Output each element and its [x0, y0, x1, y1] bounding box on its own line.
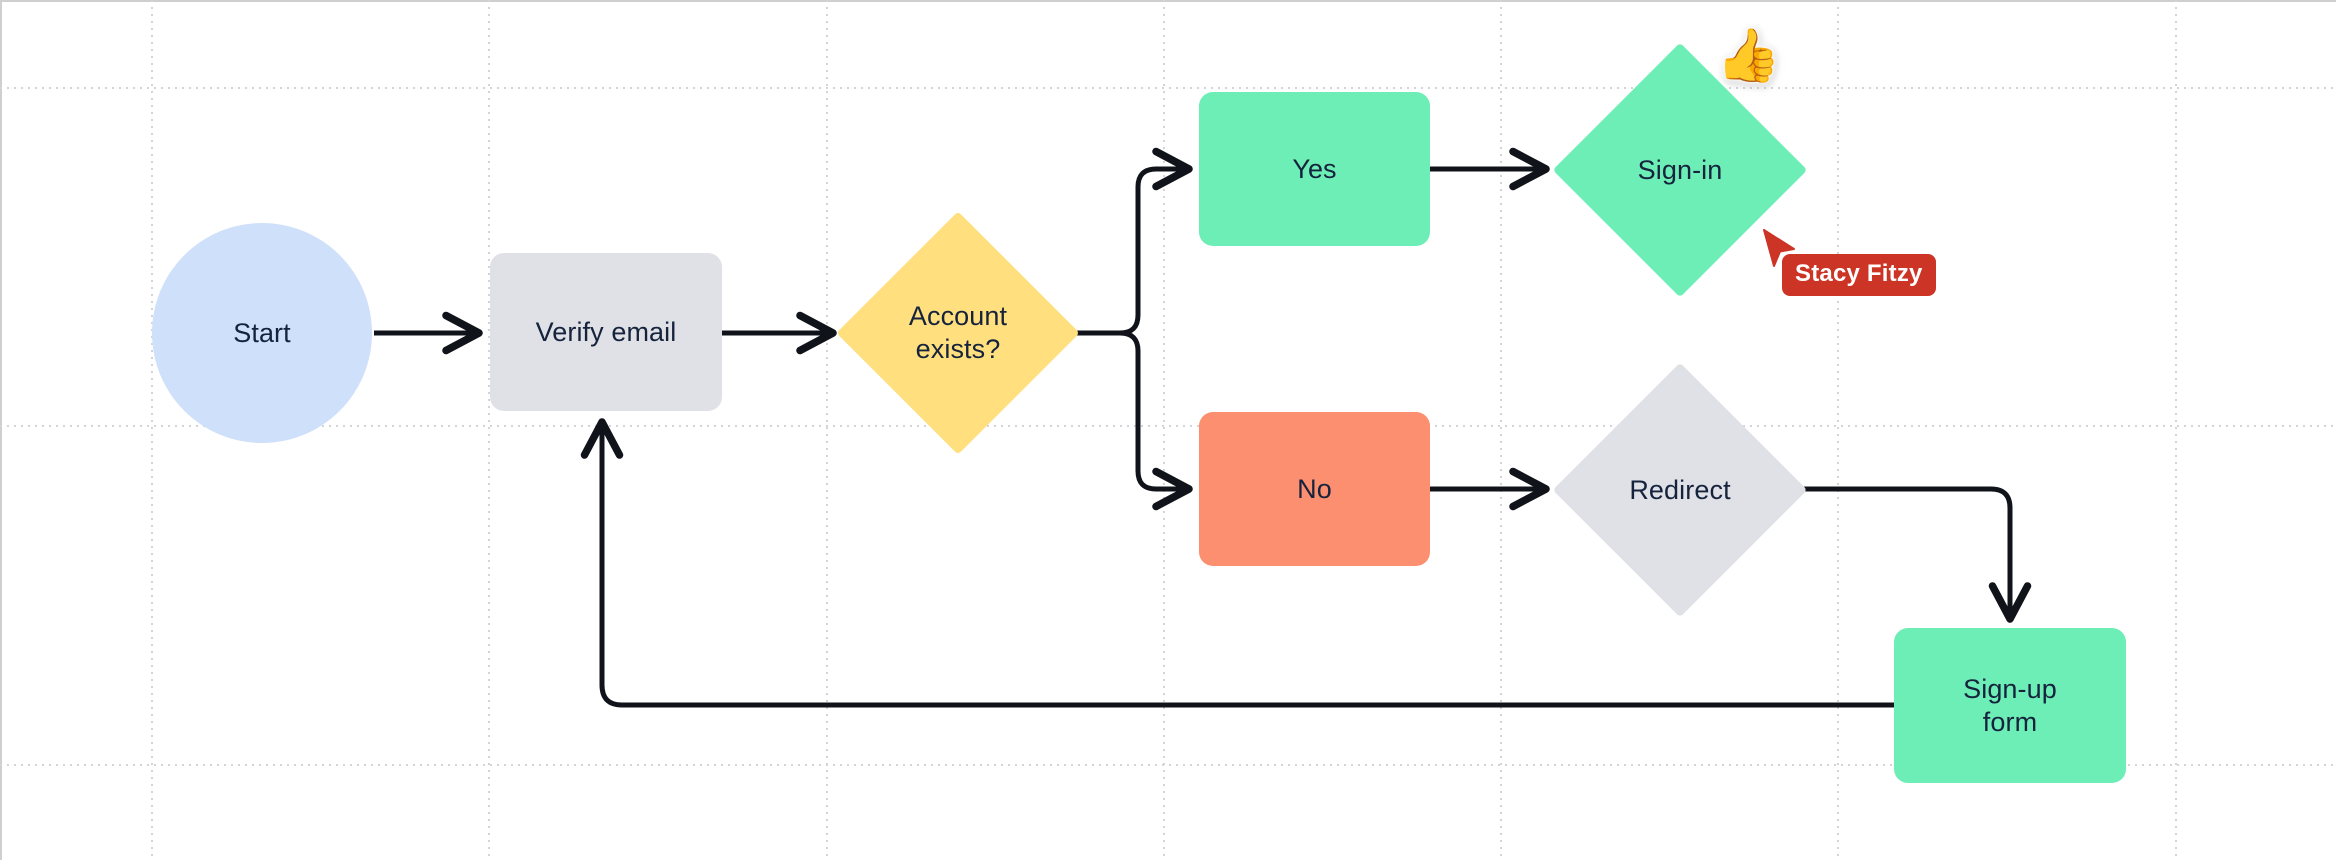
node-account-exists-label: Account exists?	[908, 301, 1008, 364]
node-redirect-label: Redirect	[1629, 474, 1731, 505]
node-yes-label: Yes	[1292, 153, 1337, 184]
node-verify-email-label: Verify email	[535, 316, 677, 347]
node-no-label: No	[1297, 473, 1332, 504]
node-no[interactable]: No	[1199, 412, 1430, 566]
node-redirect[interactable]: Redirect	[1552, 362, 1808, 618]
edge-decision-yes	[1073, 147, 1193, 336]
edge-decision-no	[1073, 330, 1193, 511]
node-verify-email[interactable]: Verify email	[490, 253, 722, 411]
node-sign-in-label: Sign-in	[1637, 154, 1723, 185]
node-sign-up-form-label-line2: form	[1982, 706, 2038, 737]
node-sign-up-form-label-line1: Sign-up	[1963, 673, 2057, 704]
node-sign-up-form[interactable]: Sign-up form	[1894, 628, 2126, 783]
edge-redirect-signup	[1804, 486, 2032, 623]
thumbs-up-icon[interactable]: 👍	[1716, 27, 1781, 85]
node-yes[interactable]: Yes	[1199, 92, 1430, 246]
node-start[interactable]: Start	[152, 223, 372, 443]
node-start-label: Start	[233, 317, 291, 348]
node-account-exists[interactable]: Account exists?	[836, 206, 1080, 460]
collaborator-name-label: Stacy Fitzy	[1782, 254, 1936, 296]
node-sign-in[interactable]: Sign-in	[1552, 42, 1808, 298]
cursor-pointer-icon	[1763, 229, 1795, 267]
